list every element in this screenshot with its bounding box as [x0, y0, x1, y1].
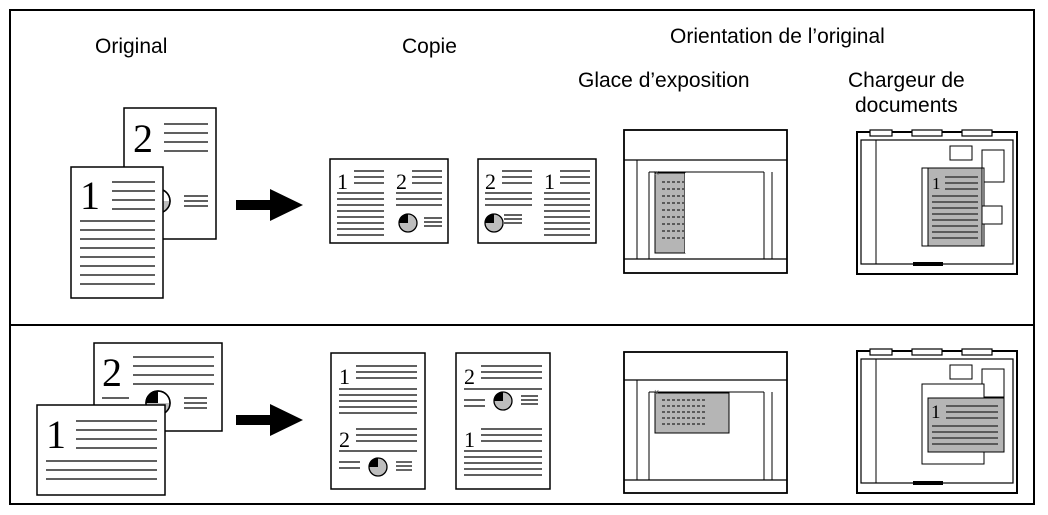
platen-glass-view-landscape: ×: [623, 351, 788, 494]
diagram-frame: [9, 9, 1035, 505]
page-number-2: 2: [133, 116, 153, 161]
document-feeder-view-landscape: 1: [856, 348, 1018, 494]
svg-text:×: ×: [654, 168, 659, 178]
arrow-right-icon: [236, 189, 303, 221]
arrow-right-icon: [236, 404, 303, 436]
page-number-1: 1: [544, 169, 555, 194]
platen-glass-view-portrait: ×: [623, 129, 788, 274]
header-orientation: Orientation de l’original: [670, 25, 885, 48]
header-copie: Copie: [402, 35, 457, 58]
page-number-1: 1: [464, 427, 475, 452]
original-pages-portrait: 2 1: [70, 107, 217, 299]
page-number-1: 1: [337, 169, 348, 194]
copy-page-landscape-1-2: 1 2: [329, 158, 449, 244]
row-divider: [9, 324, 1035, 326]
page-number-2: 2: [102, 350, 122, 395]
copy-page-portrait-1-2: 1 2: [330, 352, 426, 490]
page-number-1: 1: [80, 173, 100, 218]
page-number-1: 1: [339, 364, 350, 389]
page-number-2: 2: [396, 169, 407, 194]
page-number-2: 2: [464, 364, 475, 389]
page-number-1: 1: [932, 174, 941, 193]
page-number-1: 1: [931, 402, 941, 423]
svg-text:×: ×: [654, 387, 659, 397]
page-number-2: 2: [339, 427, 350, 452]
header-chargeur-line2: documents: [855, 94, 958, 118]
header-glace: Glace d’exposition: [578, 69, 750, 92]
copy-page-landscape-2-1: 2 1: [477, 158, 597, 244]
document-feeder-view-portrait: 1: [856, 129, 1018, 275]
page-number-2: 2: [485, 169, 496, 194]
copy-page-portrait-2-1: 2 1: [455, 352, 551, 490]
original-pages-landscape: 2 1: [36, 342, 223, 496]
header-chargeur-line1: Chargeur de: [848, 69, 965, 92]
header-original: Original: [95, 35, 168, 58]
page-number-1: 1: [46, 412, 66, 457]
header-chargeur: Chargeur de documents: [848, 68, 965, 118]
